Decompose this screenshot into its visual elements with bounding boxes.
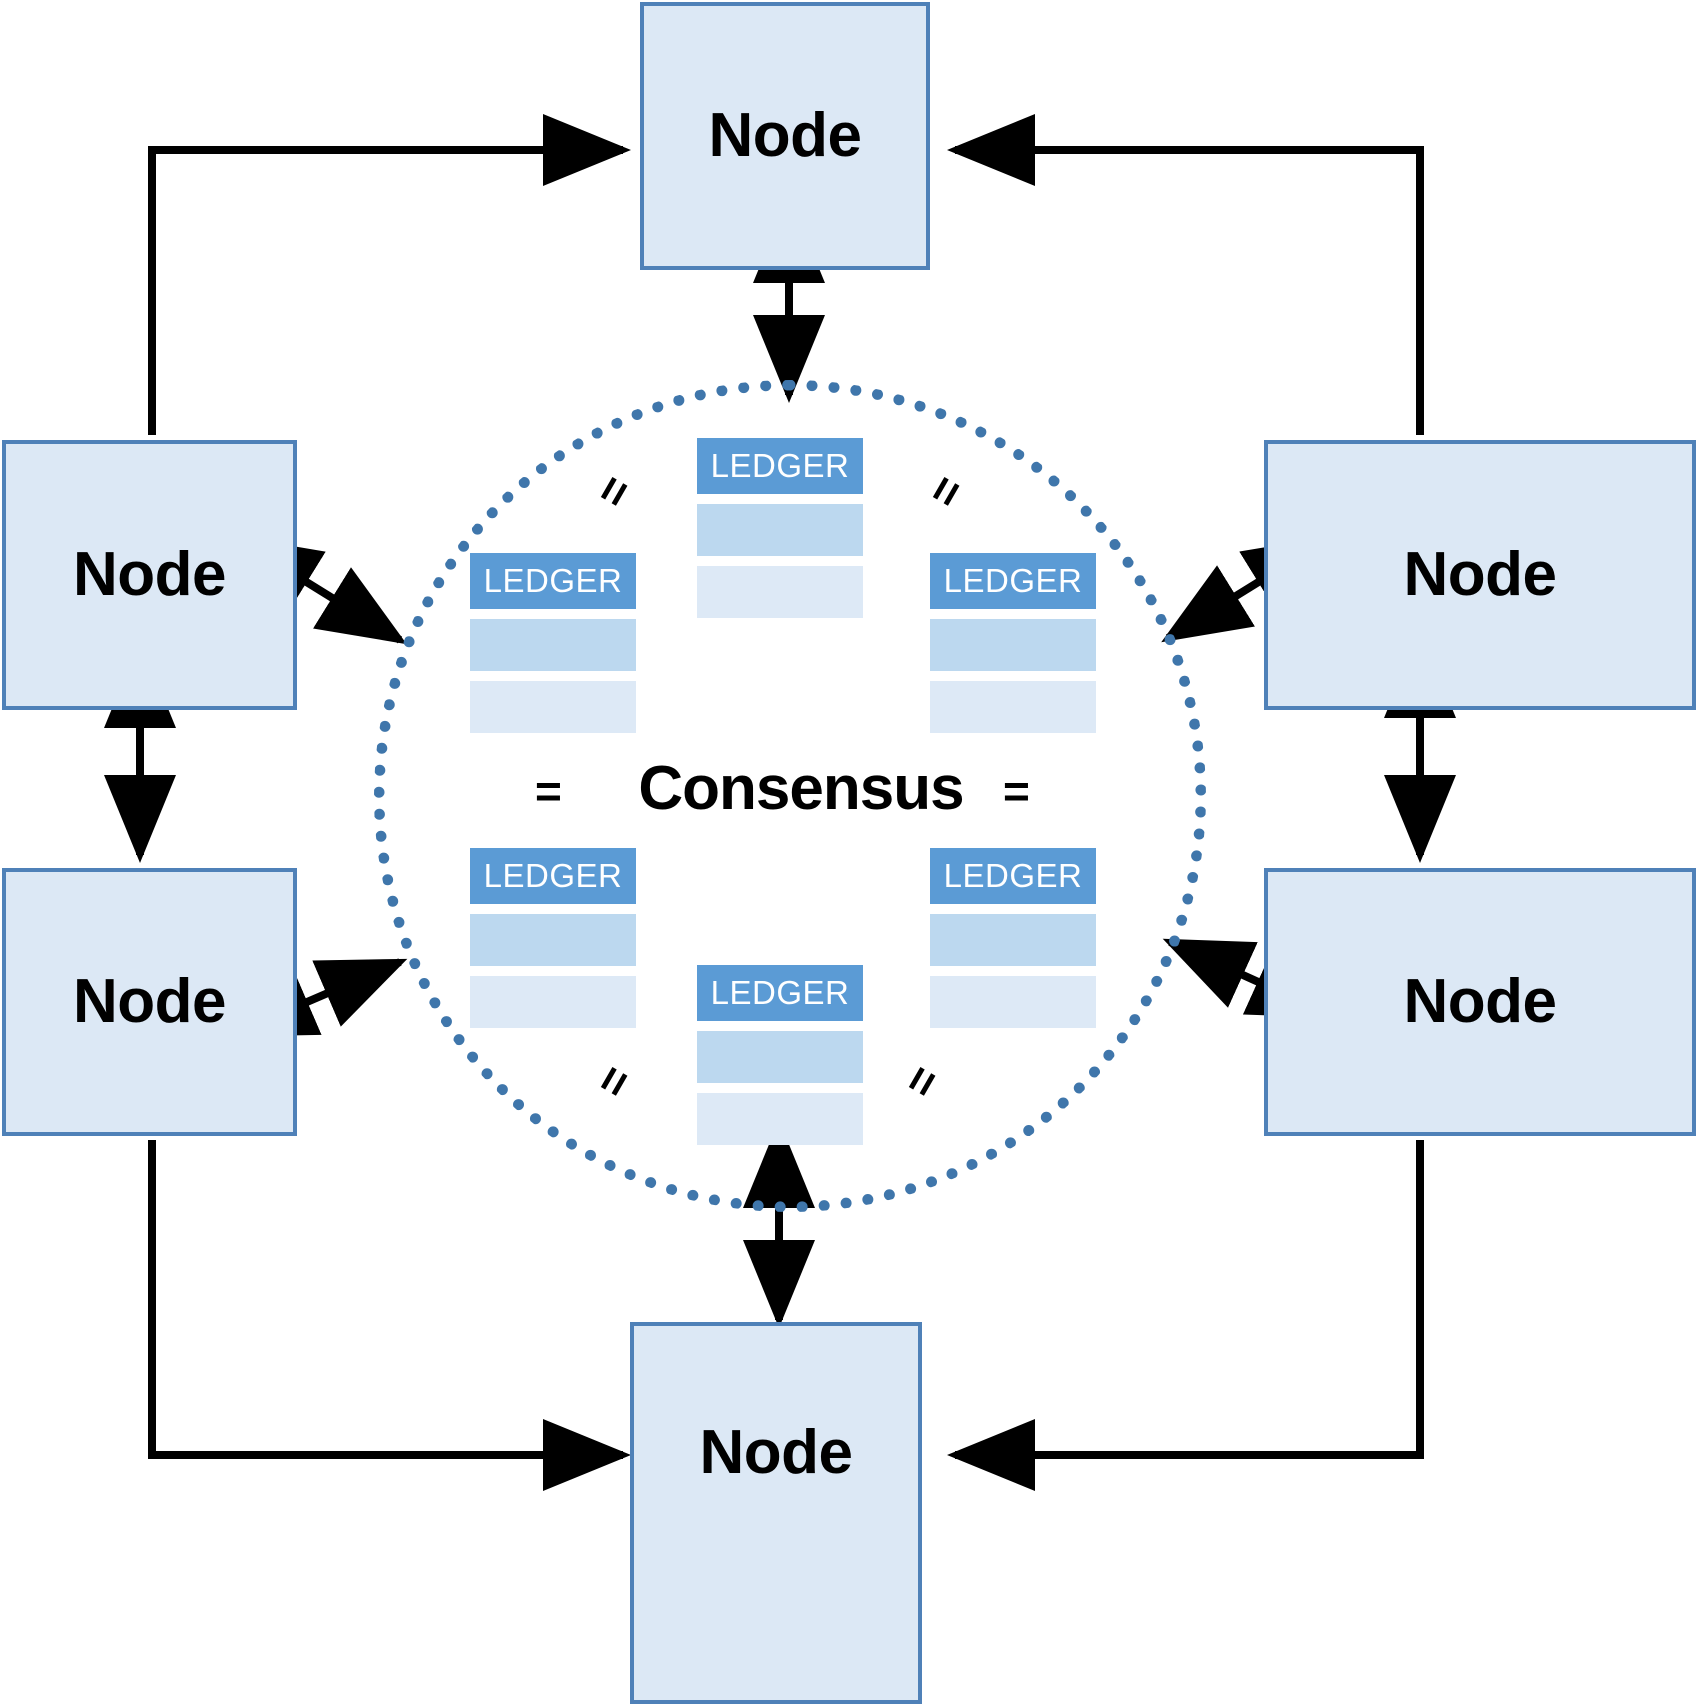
- node-left-lower-label: Node: [73, 967, 227, 1036]
- node-right-lower[interactable]: Node: [1264, 868, 1696, 1136]
- consensus-label: Consensus: [638, 754, 964, 823]
- ledger-upper-left: LEDGER: [470, 553, 636, 733]
- ledger-bottom-row-2: [697, 1093, 863, 1145]
- node-left-lower[interactable]: Node: [2, 868, 297, 1136]
- ledger-upper-right-header: LEDGER: [930, 553, 1096, 609]
- ledger-upper-left-row-2: [470, 681, 636, 733]
- ledger-lower-left-header: LEDGER: [470, 848, 636, 904]
- ledger-lower-left: LEDGER: [470, 848, 636, 1028]
- ledger-upper-right-row-1: [930, 619, 1096, 671]
- ledger-lower-left-row-1: [470, 914, 636, 966]
- node-left-upper[interactable]: Node: [2, 440, 297, 710]
- node-right-upper-label: Node: [1403, 540, 1558, 609]
- node-bottom[interactable]: Node: [630, 1322, 922, 1704]
- node-right-lower-label: Node: [1403, 967, 1558, 1036]
- ledger-lower-right: LEDGER: [930, 848, 1096, 1028]
- connector-leftlower-consensus: [226, 958, 408, 1037]
- connector-rightlower-to-bottom: [947, 1140, 1424, 1491]
- ledger-top-row-1: [697, 504, 863, 556]
- equals-mark-mid-left: =: [535, 765, 562, 817]
- ledger-upper-left-header: LEDGER: [470, 553, 636, 609]
- node-left-upper-label: Node: [73, 540, 227, 609]
- connector-leftupper-consensus: [232, 535, 407, 645]
- ledger-bottom-header: LEDGER: [697, 965, 863, 1021]
- connector-rightlower-consensus: [1162, 938, 1338, 1018]
- ledger-lower-right-row-1: [930, 914, 1096, 966]
- ledger-bottom: LEDGER: [697, 965, 863, 1145]
- connector-rightupper-consensus: [1161, 535, 1334, 643]
- ledger-upper-right: LEDGER: [930, 553, 1096, 733]
- connector-leftlower-to-bottom: [148, 1140, 631, 1491]
- ledger-lower-right-row-2: [930, 976, 1096, 1028]
- ledger-lower-left-row-2: [470, 976, 636, 1028]
- ledger-top-header: LEDGER: [697, 438, 863, 494]
- connector-leftupper-to-top: [148, 114, 631, 435]
- node-top[interactable]: Node: [640, 2, 930, 270]
- ledger-top: LEDGER: [697, 438, 863, 618]
- ledger-upper-left-row-1: [470, 619, 636, 671]
- ledger-lower-right-header: LEDGER: [930, 848, 1096, 904]
- connector-rightupper-to-top: [947, 114, 1424, 435]
- ledger-upper-right-row-2: [930, 681, 1096, 733]
- node-bottom-label: Node: [699, 1418, 854, 1487]
- ledger-bottom-row-1: [697, 1031, 863, 1083]
- node-right-upper[interactable]: Node: [1264, 440, 1696, 710]
- node-top-label: Node: [708, 101, 863, 170]
- equals-mark-mid-right: =: [1003, 765, 1030, 817]
- ledger-top-row-2: [697, 566, 863, 618]
